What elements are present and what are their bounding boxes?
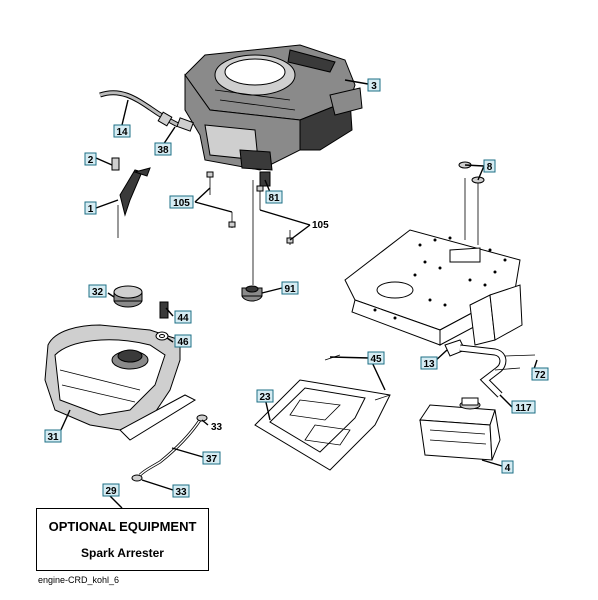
callout-1: 1: [84, 201, 97, 215]
callout-46-label: 46: [177, 337, 189, 348]
callout-81: 81: [265, 190, 283, 204]
callout-14-label: 14: [116, 127, 128, 138]
callout-3: 3: [367, 78, 381, 92]
parts-44-46: [155, 301, 169, 341]
frame-plate: [344, 229, 523, 346]
callout-29: 29: [102, 483, 120, 497]
bolts-105: [206, 171, 294, 245]
callout-105b-label: 105: [312, 220, 329, 231]
diagram-caption: engine-CRD_kohl_6: [38, 575, 120, 585]
callout-72: 72: [531, 367, 549, 381]
throttle-control-1: [111, 157, 151, 238]
muffler-4: [419, 397, 501, 461]
callout-81-label: 81: [268, 193, 280, 204]
callout-31: 31: [44, 429, 62, 443]
callout-29-label: 29: [105, 486, 117, 497]
callout-44-label: 44: [177, 313, 189, 324]
callout-91: 91: [281, 281, 299, 295]
callout-32: 32: [88, 284, 107, 298]
callout-38: 38: [154, 142, 172, 156]
callout-8: 8: [483, 159, 496, 173]
callout-72-label: 72: [534, 370, 546, 381]
callout-8-label: 8: [487, 162, 493, 173]
callout-117-label: 117: [515, 403, 532, 414]
exhaust-pipe-117: [444, 339, 536, 398]
callout-38-label: 38: [157, 145, 169, 156]
fuel-line-14: [99, 90, 194, 132]
optional-equipment-box: OPTIONAL EQUIPMENT Spark Arrester: [36, 508, 209, 571]
callout-33b-label: 33: [175, 487, 187, 498]
callout-4-label: 4: [505, 463, 511, 474]
callout-33a: 33: [211, 422, 223, 433]
callout-105a-label: 105: [173, 198, 190, 209]
callout-23-label: 23: [259, 392, 271, 403]
callout-13: 13: [420, 356, 438, 370]
callout-45: 45: [367, 351, 385, 365]
fuel-tank-31: [44, 324, 197, 441]
callout-91-label: 91: [284, 284, 296, 295]
callout-3-label: 3: [371, 81, 377, 92]
callout-37: 37: [202, 451, 221, 465]
optional-equipment-title: OPTIONAL EQUIPMENT: [48, 519, 197, 534]
callout-37-label: 37: [206, 454, 218, 465]
callout-14: 14: [113, 124, 131, 138]
callout-44: 44: [174, 310, 192, 324]
leader-lines: [59, 79, 538, 509]
callout-105a: 105: [169, 195, 194, 209]
fuel-line-37: [131, 414, 208, 482]
callout-105b: 105: [312, 220, 329, 231]
callout-1-label: 1: [88, 204, 94, 215]
callout-46: 46: [174, 334, 192, 348]
callout-23: 23: [256, 389, 274, 403]
callout-2: 2: [84, 152, 97, 166]
engine-illustration: [184, 44, 363, 171]
callout-33a-label: 33: [211, 422, 223, 433]
callout-45-label: 45: [370, 354, 382, 365]
callout-32-label: 32: [92, 287, 104, 298]
callout-13-label: 13: [423, 359, 435, 370]
callout-2-label: 2: [88, 155, 94, 166]
callout-117: 117: [511, 400, 536, 414]
callout-31-label: 31: [47, 432, 59, 443]
callout-33b: 33: [172, 484, 190, 498]
part-81: [259, 171, 271, 187]
optional-equipment-subtitle: Spark Arrester: [81, 546, 164, 560]
part-91: [241, 285, 263, 302]
callout-4: 4: [501, 460, 514, 474]
fuel-cap-32: [113, 285, 143, 308]
heat-shield-23: [254, 354, 391, 471]
